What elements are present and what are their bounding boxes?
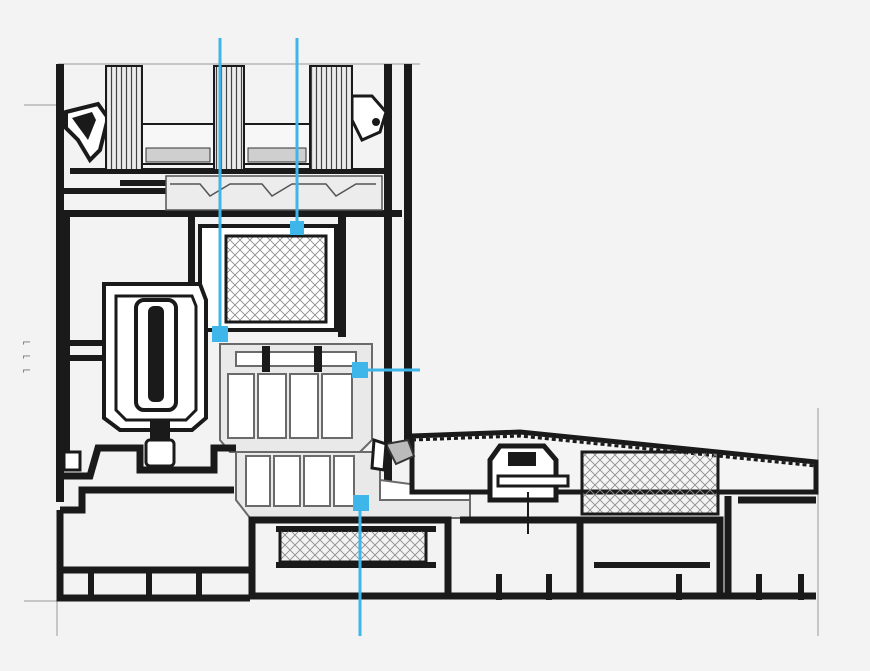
guide-lines <box>24 63 819 636</box>
insulated-sash-core <box>198 224 338 332</box>
frame-insulation <box>278 528 428 564</box>
margin-mark: ⌐ <box>22 336 31 349</box>
glazing-bead <box>165 175 383 211</box>
callout-lines <box>218 38 420 636</box>
margin-marks: ⌐ ⌐ ⌐ <box>22 336 31 377</box>
margin-mark: ⌐ <box>22 350 31 363</box>
glazing-gasket-left <box>64 101 111 164</box>
bottom-seal <box>62 437 416 472</box>
callout-marker-mullion-connector <box>212 326 228 342</box>
glazing-gasket-right <box>350 94 388 142</box>
callout-marker-thermal-break-insert <box>352 362 368 378</box>
margin-mark: ⌐ <box>22 364 31 377</box>
triple-glazing <box>105 65 353 171</box>
callout-markers <box>212 221 369 511</box>
thermal-break-insert <box>219 343 471 519</box>
threshold-insulation <box>580 450 720 516</box>
callout-marker-insulated-sash-core <box>290 221 304 235</box>
callout-marker-threshold-insulation <box>353 495 369 511</box>
roller-hardware <box>102 282 208 468</box>
